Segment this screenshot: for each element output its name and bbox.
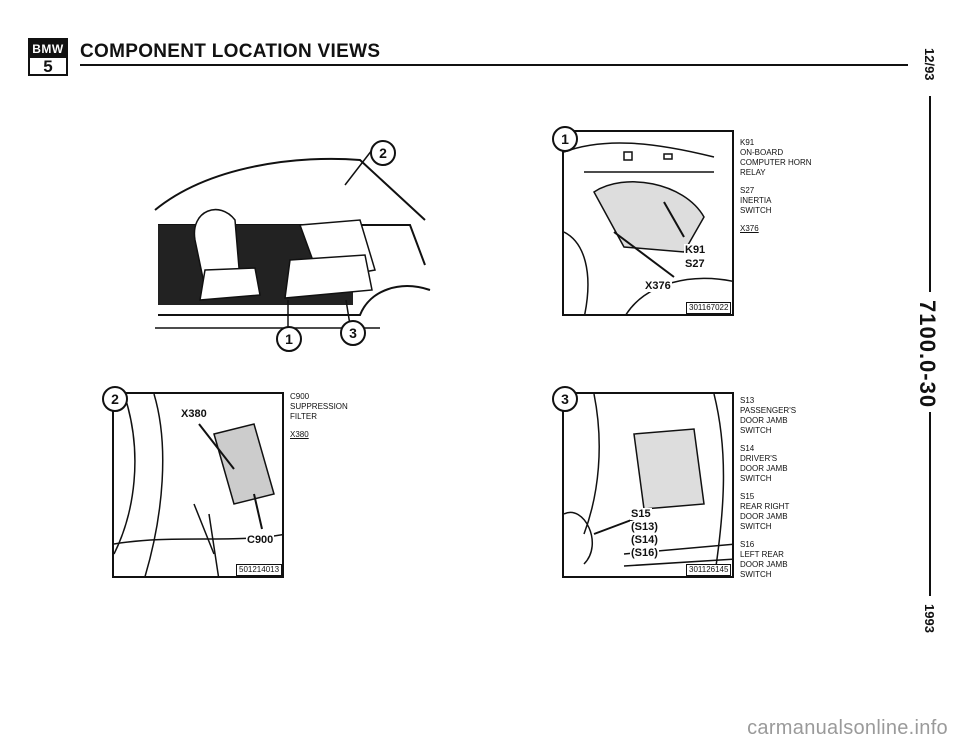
overview-callout-2: 2 (370, 140, 396, 166)
caption-c900-line1: SUPPRESSION (290, 402, 348, 411)
caption-s15-code: S15 (740, 492, 755, 501)
caption-s13-line2: DOOR JAMB (740, 416, 788, 425)
document-number: 7100.0-30 (915, 300, 940, 409)
figure-3-label-s14: (S14) (630, 534, 659, 546)
figure-2-number: 501214013 (236, 564, 282, 576)
figure-2-illustration (114, 394, 282, 576)
caption-s16-line2: DOOR JAMB (740, 560, 788, 569)
figure-1-label-s27: S27 (684, 258, 706, 270)
figure-2-label-x380: X380 (180, 408, 208, 420)
caption-s27-line1: INERTIA (740, 196, 772, 205)
page-title: COMPONENT LOCATION VIEWS (80, 41, 381, 62)
figure-2-label-c900: C900 (246, 534, 275, 546)
figure-1-caption: K91 ON-BOARD COMPUTER HORN RELAY S27 INE… (740, 138, 812, 234)
caption-s27-line2: SWITCH (740, 206, 772, 215)
car-interior-overview-illustration (154, 149, 431, 330)
caption-k91-code: K91 (740, 138, 755, 147)
header-rule (80, 64, 908, 66)
overview-callout-1: 1 (276, 326, 302, 352)
caption-s16-line1: LEFT REAR (740, 550, 784, 559)
figure-3-label-s16: (S16) (630, 547, 659, 559)
caption-s14-line1: DRIVER'S (740, 454, 778, 463)
figure-1-label-k91: K91 (684, 244, 707, 256)
caption-s14-line3: SWITCH (740, 474, 772, 483)
figure-3-number: 301126145 (686, 564, 732, 576)
caption-s16-code: S16 (740, 540, 755, 549)
model-year: 1993 (922, 604, 937, 633)
caption-s16-line3: SWITCH (740, 570, 772, 579)
caption-s14-line2: DOOR JAMB (740, 464, 788, 473)
figure-1-label-x376: X376 (644, 280, 672, 292)
side-rule-bottom (929, 412, 931, 596)
caption-s13-line1: PASSENGER'S (740, 406, 797, 415)
figure-3-label-s13: (S13) (630, 521, 659, 533)
figure-1-illustration (564, 142, 732, 314)
caption-c900-line2: FILTER (290, 412, 317, 421)
bmw-5-series-logo: BMW 5 (28, 38, 68, 76)
logo-brand: BMW (30, 40, 66, 58)
caption-k91-line3: RELAY (740, 168, 766, 177)
revision-date: 12/93 (922, 48, 937, 81)
logo-series-number: 5 (43, 57, 53, 76)
figure-2-callout: 2 (102, 386, 128, 412)
caption-s27-code: S27 (740, 186, 755, 195)
side-rule-top (929, 96, 931, 292)
caption-s13-code: S13 (740, 396, 755, 405)
overview-callout-3: 3 (340, 320, 366, 346)
figure-2-detail: X380 C900 501214013 (112, 392, 284, 578)
site-watermark: carmanualsonline.info (747, 717, 948, 739)
caption-s13-line3: SWITCH (740, 426, 772, 435)
caption-s14-code: S14 (740, 444, 755, 453)
figure-3-illustration (564, 394, 732, 576)
figure-1-callout: 1 (552, 126, 578, 152)
caption-s15-line2: DOOR JAMB (740, 512, 788, 521)
figure-2-caption: C900 SUPPRESSION FILTER X380 (290, 392, 348, 440)
caption-x380-code: X380 (290, 430, 309, 439)
caption-k91-line2: COMPUTER HORN (740, 158, 812, 167)
caption-x376-code: X376 (740, 224, 759, 233)
figure-1-number: 301167022 (686, 302, 732, 314)
caption-c900-code: C900 (290, 392, 310, 401)
caption-s15-line1: REAR RIGHT (740, 502, 790, 511)
figure-3-label-s15: S15 (630, 508, 652, 520)
caption-s15-line3: SWITCH (740, 522, 772, 531)
figure-3-caption: S13 PASSENGER'S DOOR JAMB SWITCH S14 DRI… (740, 396, 796, 580)
figure-3-detail: S15 (S13) (S14) (S16) 301126145 (562, 392, 734, 578)
figure-3-callout: 3 (552, 386, 578, 412)
caption-k91-line1: ON-BOARD (740, 148, 784, 157)
figure-1-detail: K91 S27 X376 301167022 (562, 130, 734, 316)
